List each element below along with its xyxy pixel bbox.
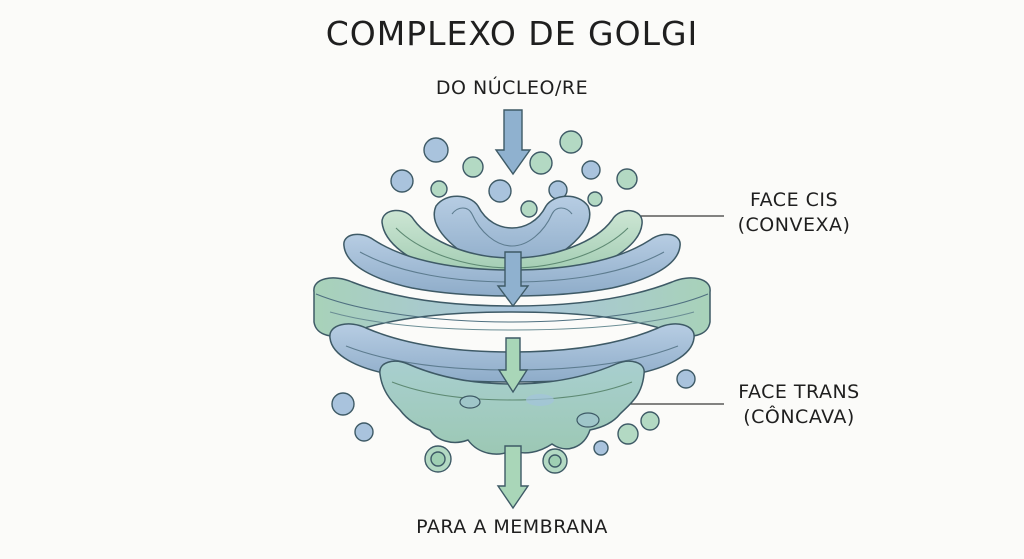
label-trans-name: FACE TRANS: [738, 381, 860, 403]
label-cis-face: FACE CIS (CONVEXA): [727, 188, 861, 238]
label-to-membrane: PARA A MEMBRANA: [416, 516, 608, 538]
arrow-outgoing: [496, 445, 530, 510]
vesicles-outgoing: [331, 369, 696, 474]
cisterna-trans-bottom: [379, 360, 645, 455]
label-trans-shape: (CÔNCAVA): [743, 406, 855, 428]
arrow-through-cisternae: [496, 251, 530, 394]
diagram-title: COMPLEXO DE GOLGI: [325, 14, 699, 53]
label-from-nucleus: DO NÚCLEO/RE: [435, 77, 589, 99]
cisterna-medial-large: [313, 277, 711, 337]
arrow-incoming: [494, 109, 532, 176]
label-cis-shape: (CONVEXA): [737, 214, 851, 236]
label-cis-name: FACE CIS: [749, 189, 839, 211]
label-trans-face: FACE TRANS (CÔNCAVA): [726, 380, 872, 430]
